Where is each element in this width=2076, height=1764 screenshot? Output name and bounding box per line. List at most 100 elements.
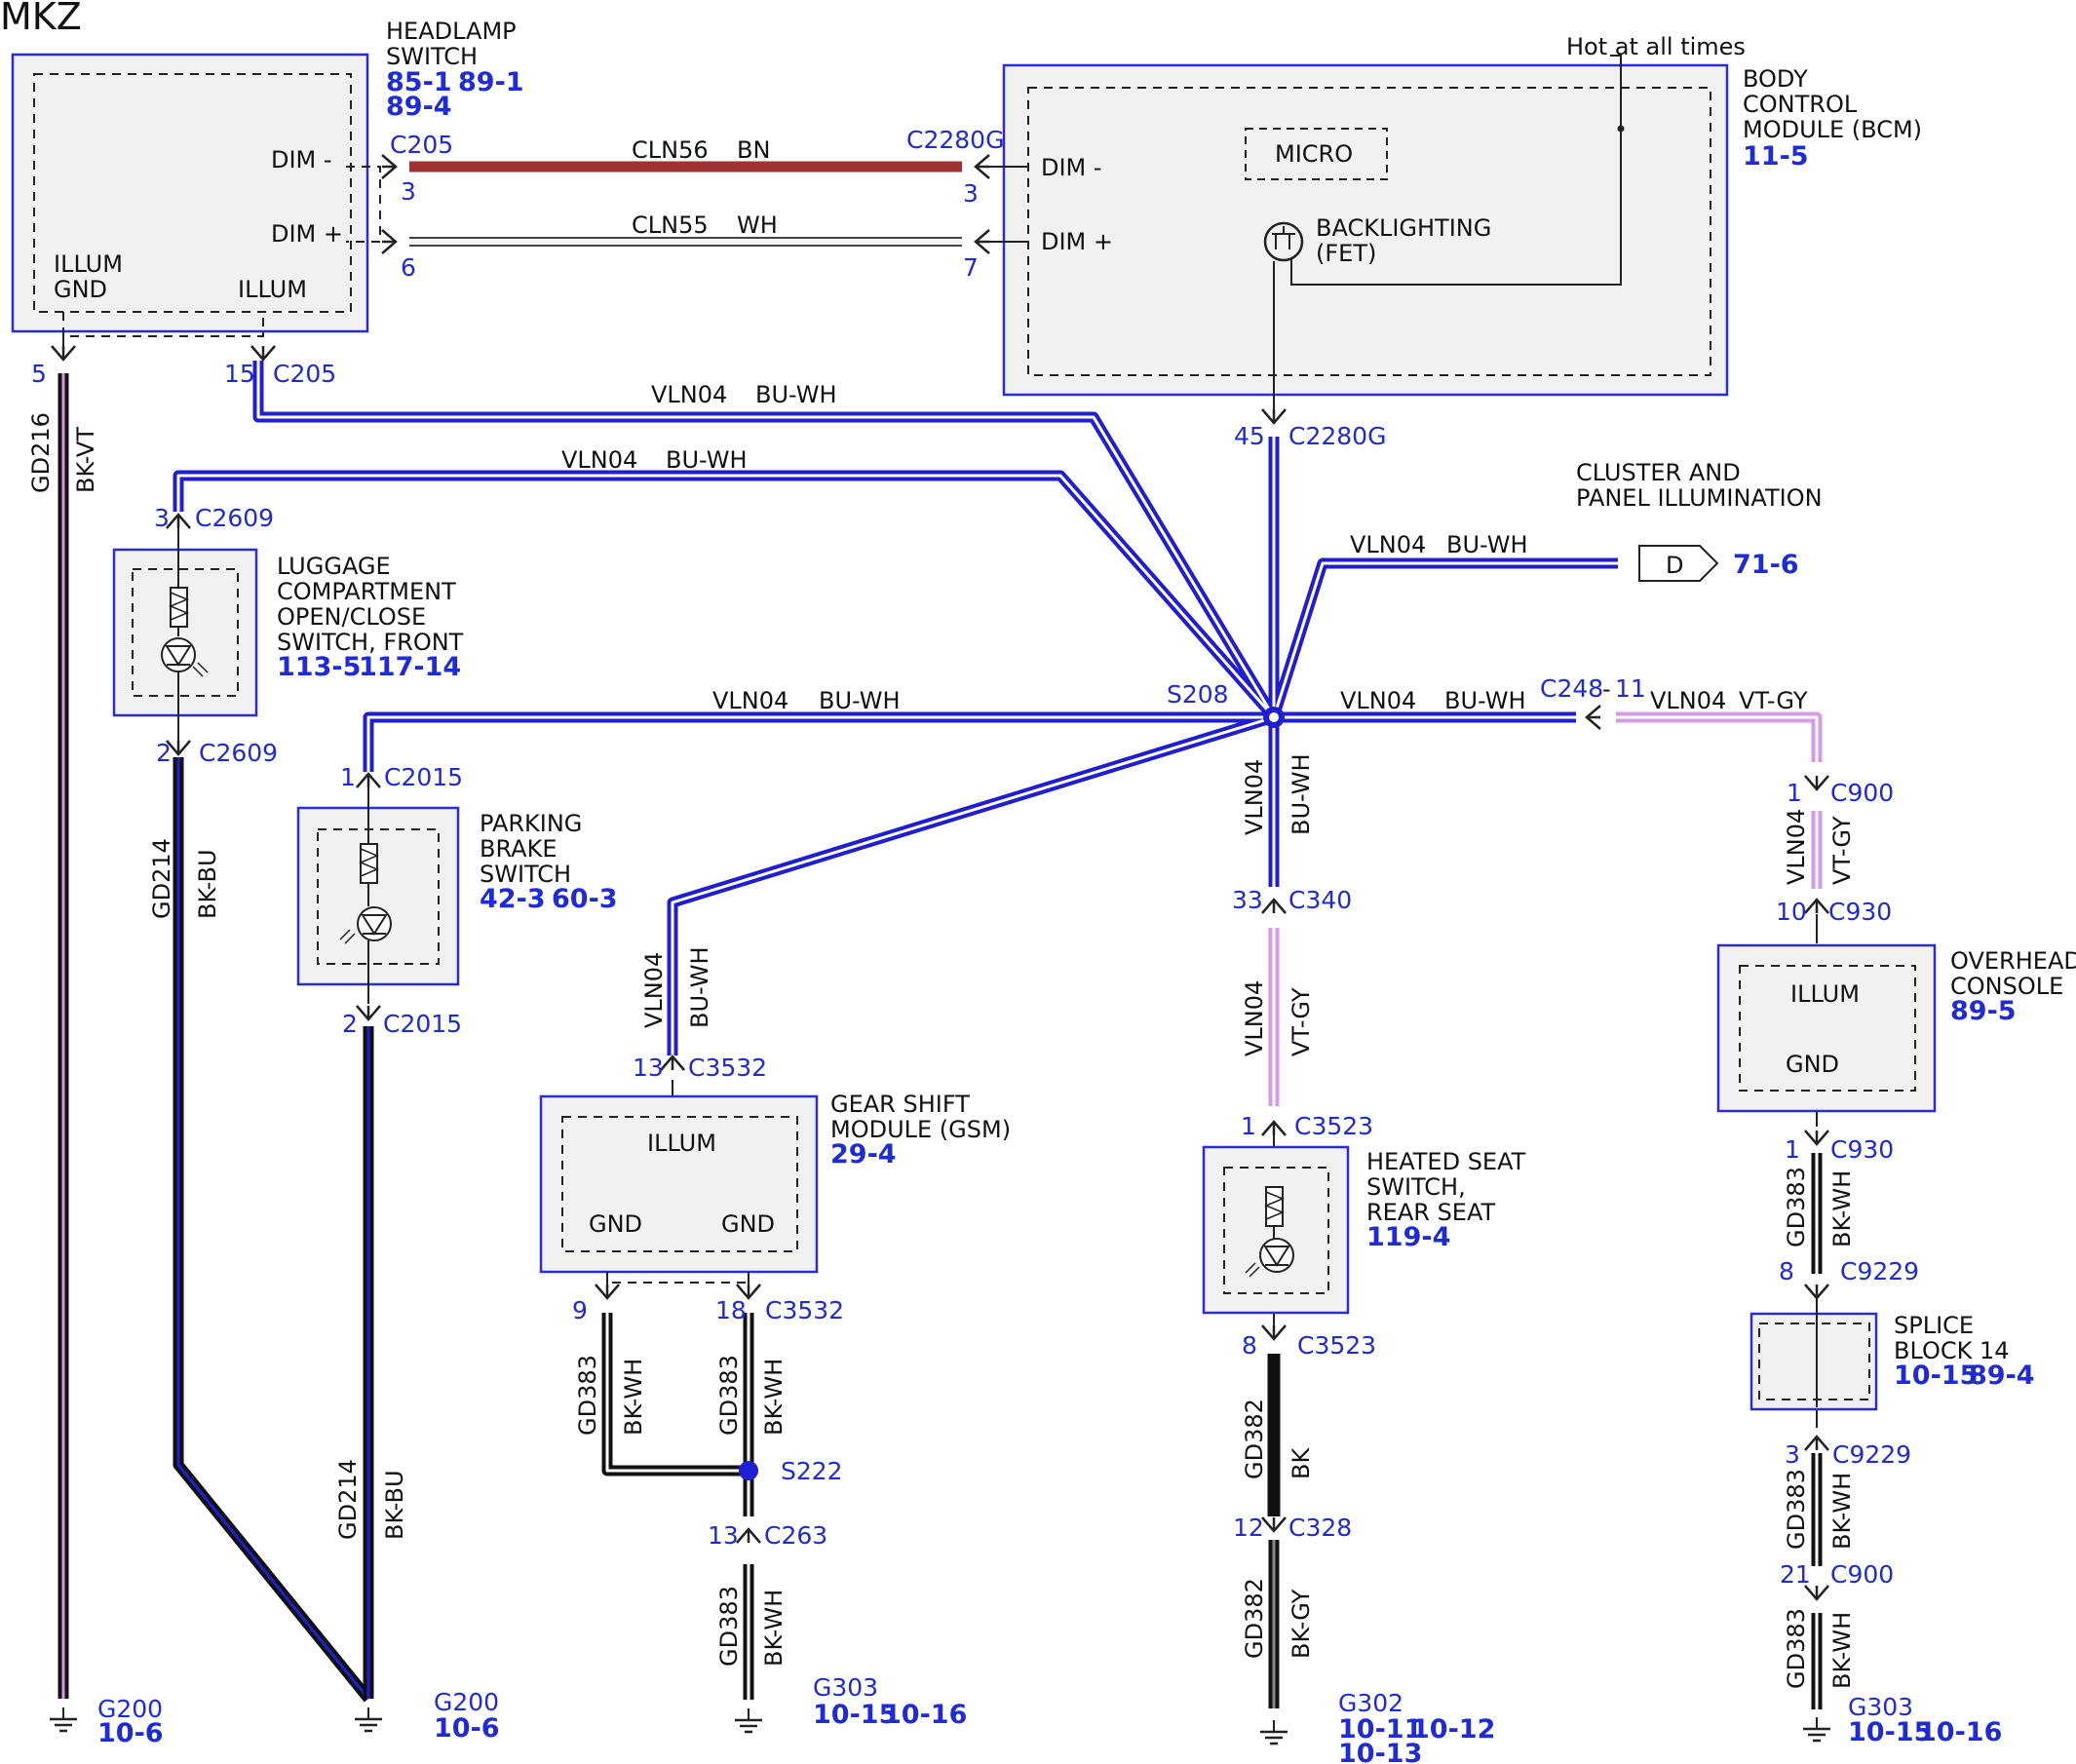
lamp-icon [1259, 1238, 1294, 1273]
svg-text:SWITCH: SWITCH [386, 43, 478, 70]
svg-text:GD383: GD383 [1783, 1469, 1810, 1550]
body-control-module: MICRO BACKLIGHTING (FET) DIM - DIM + [986, 55, 1729, 409]
parking-label: PARKING BRAKE SWITCH 42-3 60-3 [480, 810, 618, 914]
svg-text:C2280G: C2280G [906, 126, 1004, 154]
svg-text:C900: C900 [1830, 779, 1894, 807]
svg-text:VLN04: VLN04 [640, 952, 668, 1028]
svg-text:PANEL ILLUMINATION: PANEL ILLUMINATION [1576, 484, 1823, 512]
svg-text:CONTROL: CONTROL [1743, 91, 1858, 118]
ground-labels: G200 10-6 G200 10-6 G303 10-15 10-16 G30… [97, 1673, 2002, 1764]
luggage-compartment-switch [112, 526, 258, 741]
headlamp-label: HEADLAMP SWITCH 85-1 89-1 89-4 [386, 18, 524, 122]
svg-text:10-6: 10-6 [434, 1713, 500, 1744]
fet-icon [1263, 221, 1304, 262]
wire-labels-vertical: GD216 BK-VT GD214 BK-BU GD214 BK-BU VLN0… [27, 412, 1856, 1689]
svg-text:SPLICE: SPLICE [1894, 1312, 1974, 1339]
svg-text:5: 5 [31, 360, 47, 388]
svg-text:C3523: C3523 [1294, 1112, 1373, 1140]
svg-text:GD382: GD382 [1241, 1578, 1268, 1659]
svg-text:VLN04: VLN04 [1650, 687, 1726, 714]
svg-text:VLN04: VLN04 [1241, 980, 1268, 1056]
svg-text:ILLUM: ILLUM [1790, 980, 1860, 1008]
svg-text:89-4: 89-4 [1969, 1361, 2035, 1391]
svg-text:C9229: C9229 [1840, 1257, 1919, 1285]
svg-text:3: 3 [154, 504, 170, 532]
svg-text:11: 11 [1615, 674, 1646, 703]
svg-text:C2280G: C2280G [1288, 422, 1386, 450]
svg-text:10-16: 10-16 [1918, 1717, 2002, 1747]
svg-text:BU-WH: BU-WH [755, 381, 837, 408]
svg-text:9: 9 [572, 1296, 588, 1324]
svg-text:BU-WH: BU-WH [686, 947, 713, 1029]
svg-text:85-1: 85-1 [386, 67, 452, 97]
svg-text:GD383: GD383 [715, 1355, 743, 1436]
svg-text:BK-WH: BK-WH [1828, 1170, 1856, 1247]
svg-text:OVERHEAD: OVERHEAD [1950, 947, 2076, 975]
gear-shift-module: ILLUM GND GND [539, 1094, 819, 1284]
headlamp-switch: DIM - DIM + ILLUM GND ILLUM [11, 53, 381, 337]
svg-text:C248: C248 [1540, 674, 1603, 703]
svg-text:119-4: 119-4 [1366, 1222, 1450, 1252]
svg-text:BN: BN [737, 136, 770, 164]
svg-text:SWITCH, FRONT: SWITCH, FRONT [277, 629, 464, 656]
svg-text:8: 8 [1779, 1257, 1794, 1285]
bcm-label: Hot at all times BODY CONTROL MODULE (BC… [1566, 33, 1922, 172]
svg-text:89-4: 89-4 [386, 92, 452, 122]
svg-text:BU-WH: BU-WH [819, 687, 901, 714]
lamp-icon [357, 906, 392, 941]
svg-text:BODY: BODY [1743, 65, 1808, 93]
svg-text:10-13: 10-13 [1338, 1739, 1422, 1764]
svg-text:COMPARTMENT: COMPARTMENT [277, 578, 456, 605]
svg-text:C900: C900 [1830, 1560, 1894, 1589]
svg-text:1: 1 [1785, 1135, 1800, 1164]
svg-text:10-15: 10-15 [1848, 1717, 1932, 1747]
headlamp-illum: ILLUM [238, 276, 307, 303]
svg-text:S208: S208 [1167, 680, 1229, 709]
svg-text:BK-GY: BK-GY [1288, 1589, 1315, 1659]
svg-text:1: 1 [340, 763, 356, 791]
svg-text:3: 3 [963, 179, 979, 208]
svg-text:BK: BK [1288, 1447, 1315, 1479]
svg-text:REAR SEAT: REAR SEAT [1366, 1199, 1496, 1226]
svg-text:21: 21 [1780, 1560, 1811, 1589]
svg-text:MODULE (GSM): MODULE (GSM) [830, 1116, 1011, 1143]
splice-block-14: SPLICE BLOCK 14 10-15 89-4 [1749, 1312, 2035, 1411]
svg-text:10-15: 10-15 [813, 1700, 897, 1730]
svg-text:GD214: GD214 [334, 1459, 362, 1540]
heated-seat-label: HEATED SEAT SWITCH, REAR SEAT 119-4 [1366, 1148, 1526, 1252]
svg-text:10-16: 10-16 [883, 1700, 967, 1730]
svg-text:10-6: 10-6 [97, 1718, 164, 1748]
svg-text:VLN04: VLN04 [651, 381, 727, 408]
svg-text:C328: C328 [1288, 1514, 1352, 1542]
svg-text:BU-WH: BU-WH [1446, 531, 1528, 558]
svg-text:LUGGAGE: LUGGAGE [277, 553, 391, 580]
cluster-connector: D CLUSTER AND PANEL ILLUMINATION 71-6 [1576, 459, 1823, 582]
svg-text:C930: C930 [1828, 898, 1892, 926]
svg-text:-: - [1602, 675, 1611, 703]
svg-text:C2609: C2609 [199, 739, 278, 767]
svg-text:VLN04: VLN04 [1241, 759, 1268, 835]
connector-labels: C205 3 6 C2280G 3 7 5 15 C205 45 C2280G … [31, 126, 1919, 1589]
svg-text:VT-GY: VT-GY [1828, 816, 1856, 885]
svg-text:15: 15 [224, 360, 255, 388]
bcm-pin-dim-neg: DIM - [1041, 154, 1102, 181]
gsm-label: GEAR SHIFT MODULE (GSM) 29-4 [830, 1091, 1011, 1170]
bcm-micro: MICRO [1275, 140, 1353, 168]
svg-text:BK-WH: BK-WH [1828, 1473, 1856, 1550]
svg-text:C205: C205 [390, 131, 453, 159]
svg-text:GD383: GD383 [715, 1586, 743, 1667]
svg-text:GND: GND [721, 1210, 775, 1238]
svg-text:C2015: C2015 [383, 1010, 462, 1038]
svg-text:GND: GND [589, 1210, 642, 1238]
svg-text:89-5: 89-5 [1950, 996, 2017, 1026]
svg-text:BU-WH: BU-WH [666, 446, 748, 474]
svg-text:GND: GND [1786, 1051, 1839, 1078]
svg-text:18: 18 [715, 1296, 747, 1324]
svg-text:BLOCK 14: BLOCK 14 [1894, 1337, 2010, 1364]
svg-text:BK-BU: BK-BU [194, 849, 221, 919]
svg-text:SWITCH,: SWITCH, [1366, 1173, 1466, 1201]
svg-text:33: 33 [1232, 886, 1263, 914]
headlamp-illum-gnd-2: GND [54, 276, 107, 303]
svg-text:1: 1 [1241, 1112, 1256, 1140]
